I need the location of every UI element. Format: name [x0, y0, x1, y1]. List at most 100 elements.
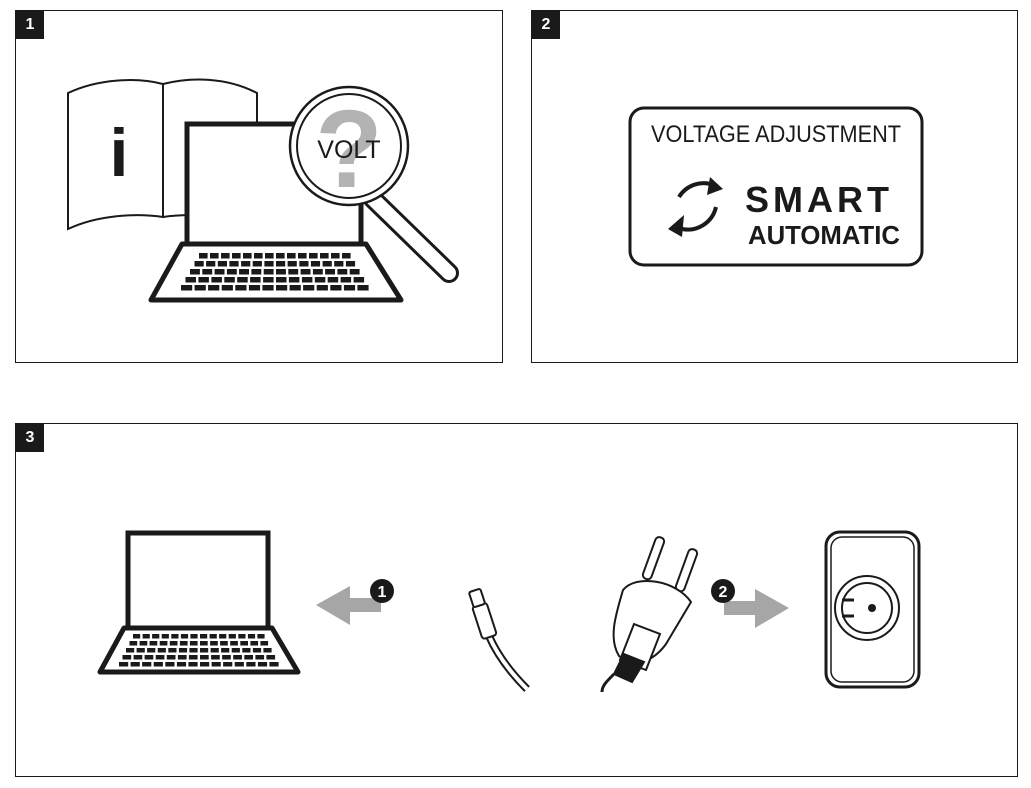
keyboard-key	[200, 662, 210, 667]
keyboard-key	[221, 648, 230, 653]
keyboard-key	[242, 648, 251, 653]
keyboard-key	[221, 285, 233, 291]
keyboard-key	[200, 641, 208, 646]
keyboard-key	[322, 261, 332, 267]
keyboard-key	[233, 655, 242, 660]
keyboard-key	[208, 285, 220, 291]
keyboard-key	[231, 648, 240, 653]
keyboard-key	[298, 253, 307, 259]
panel-1: 1 i ? VOLT	[15, 10, 503, 363]
keyboard-key	[250, 641, 259, 646]
keyboard-key	[260, 641, 269, 646]
keyboard-key	[219, 634, 227, 639]
keyboard-key	[190, 269, 200, 275]
keyboard-key	[263, 648, 272, 653]
keyboard-key	[309, 253, 318, 259]
keyboard-key	[243, 253, 252, 259]
keyboard-key	[157, 648, 166, 653]
keyboard-key	[244, 655, 253, 660]
keyboard-key	[247, 634, 256, 639]
keyboard-key	[237, 277, 248, 283]
keyboard-key	[342, 253, 351, 259]
keyboard-key	[189, 648, 198, 653]
keyboard-key	[166, 655, 176, 660]
keyboard-key	[264, 261, 274, 267]
keyboard-key	[288, 269, 299, 275]
keyboard-key	[343, 285, 356, 291]
keyboard-key	[340, 277, 352, 283]
keyboard-key	[331, 253, 340, 259]
keyboard-key	[165, 662, 175, 667]
keyboard-key	[265, 253, 274, 259]
question-mark: ?	[315, 88, 382, 211]
keyboard-key	[266, 655, 276, 660]
keyboard-key	[234, 662, 244, 667]
keyboard-key	[310, 261, 321, 267]
keyboard-key	[262, 285, 274, 291]
keyboard-key	[180, 634, 189, 639]
keyboard-key	[246, 662, 256, 667]
keyboard-key	[314, 277, 326, 283]
keyboard-key	[230, 641, 238, 646]
keyboard-key	[228, 634, 236, 639]
usb-c-cable-icon	[468, 588, 530, 692]
keyboard-key	[119, 662, 129, 667]
keyboard-key	[251, 269, 262, 275]
keyboard-key	[139, 641, 148, 646]
panel-1-illustration: i ? VOLT	[67, 78, 459, 303]
step-badge-1: 1	[370, 579, 394, 603]
keyboard-key	[276, 285, 288, 291]
keyboard-key	[276, 261, 286, 267]
keyboard-key	[330, 285, 342, 291]
keyboard-key	[250, 277, 261, 283]
keyboard-key	[353, 277, 365, 283]
keyboard-key	[202, 269, 213, 275]
keyboard-key	[177, 655, 187, 660]
panel-number-3: 3	[16, 424, 44, 452]
keyboard-key	[223, 662, 233, 667]
keyboard-key	[136, 648, 145, 653]
keyboard-key	[222, 655, 231, 660]
keyboard-key	[211, 277, 222, 283]
keyboard-key	[257, 662, 268, 667]
keyboard-key	[142, 662, 152, 667]
keyboard-key	[240, 641, 248, 646]
keyboard-key	[206, 261, 216, 267]
keyboard-key	[153, 662, 163, 667]
keyboard-key	[221, 253, 230, 259]
keyboard-key	[168, 648, 177, 653]
keyboard-key	[169, 641, 178, 646]
keyboard-key	[226, 269, 237, 275]
keyboard-key	[263, 269, 274, 275]
keyboard-key	[149, 641, 158, 646]
keyboard-key	[133, 655, 143, 660]
keyboard-key	[325, 269, 335, 275]
wall-socket-icon	[824, 530, 921, 689]
smart-text: SMART	[745, 179, 893, 220]
laptop-icon	[97, 530, 301, 675]
keyboard-key	[126, 648, 135, 653]
keyboard-key	[200, 634, 208, 639]
keyboard-key	[194, 261, 204, 267]
keyboard-key	[301, 277, 313, 283]
keyboard-key	[239, 269, 249, 275]
keyboard-key	[155, 655, 165, 660]
keyboard-key	[232, 253, 241, 259]
keyboard-key	[133, 634, 141, 639]
keyboard-key	[345, 261, 356, 267]
keyboard-key	[276, 269, 286, 275]
panel-2: 2 VOLTAGE ADJUSTMENT SMART AUTOMATIC	[531, 10, 1018, 363]
keyboard-key	[269, 662, 279, 667]
info-symbol: i	[110, 115, 129, 191]
keyboard-key	[188, 655, 198, 660]
keyboard-key	[357, 285, 369, 291]
keyboard-key	[130, 662, 140, 667]
keyboard-key	[287, 261, 297, 267]
euro-plug-icon	[600, 536, 699, 693]
magnifier-text: VOLT	[317, 136, 380, 164]
keyboard-key	[189, 641, 198, 646]
keyboard-key	[179, 641, 188, 646]
keyboard-key	[349, 269, 360, 275]
arrow-right-icon	[724, 589, 789, 628]
keyboard-key	[235, 285, 247, 291]
